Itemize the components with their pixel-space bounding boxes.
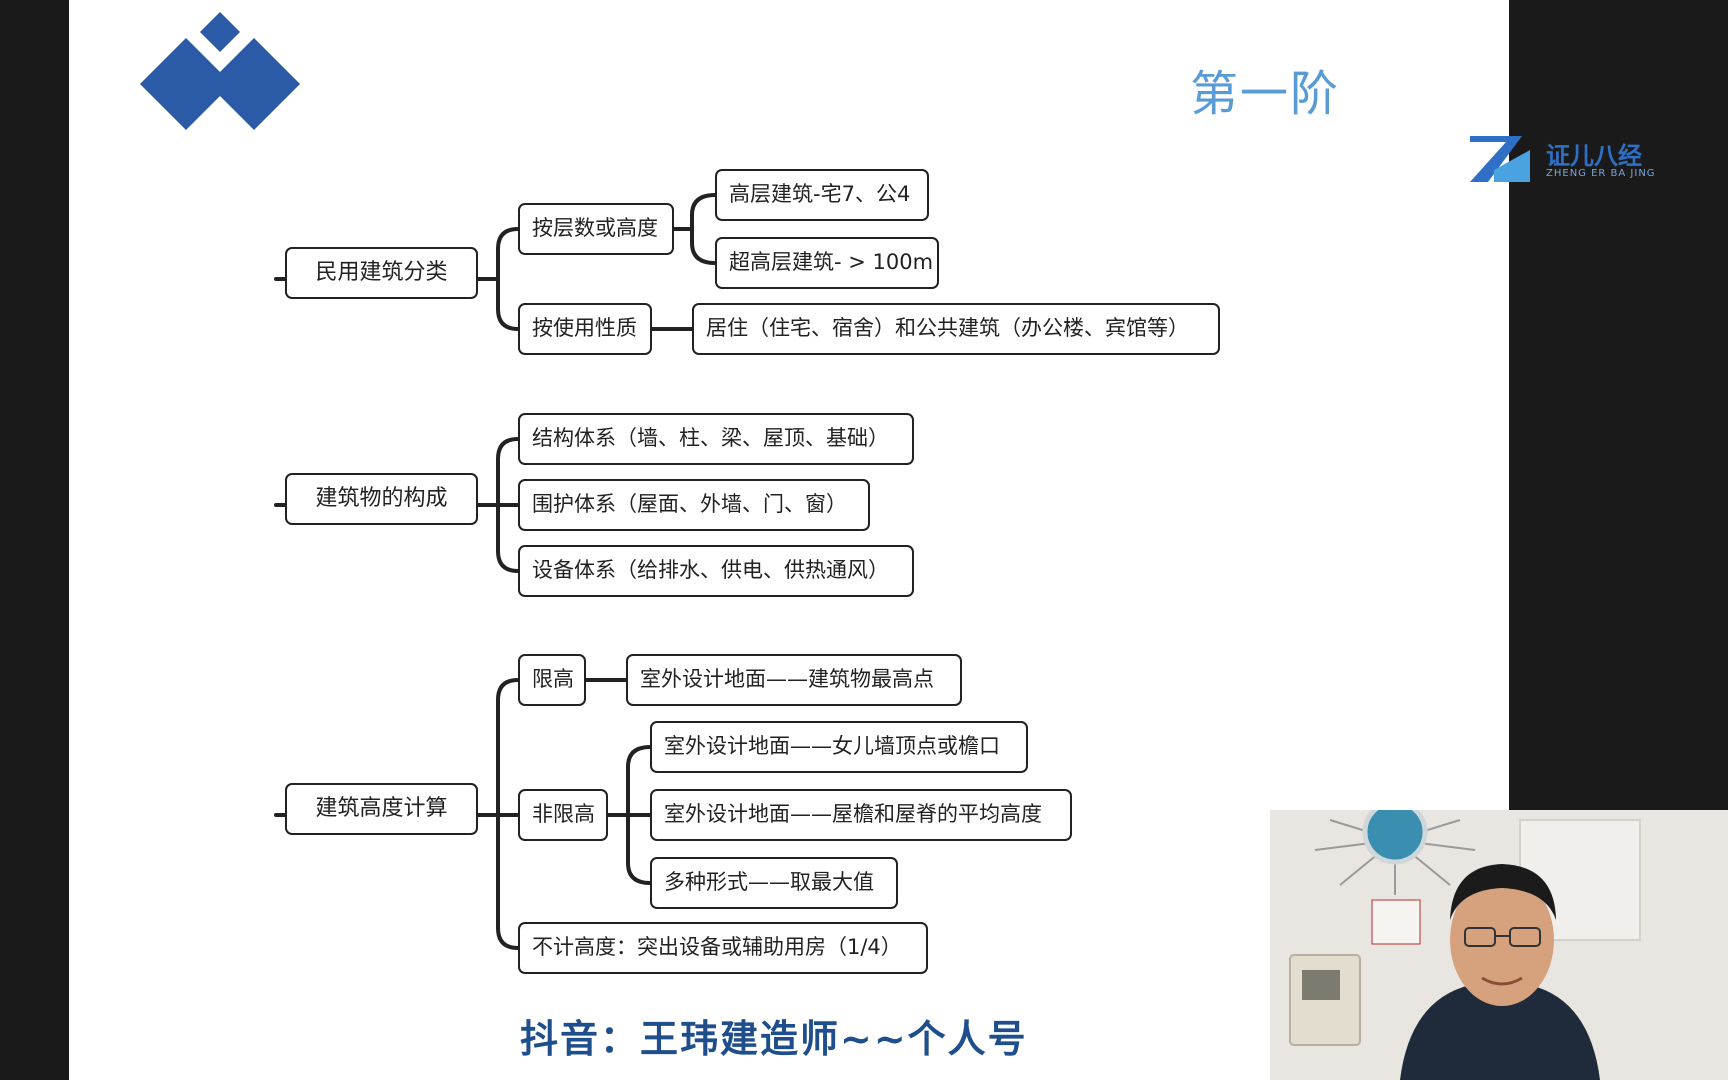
brand-subtitle: ZHENG ER BA JING [1546, 168, 1656, 179]
brand-name: 证儿八经 [1546, 142, 1642, 170]
node-use-types: 居住（住宅、宿舍）和公共建筑（办公楼、宾馆等） [692, 303, 1220, 355]
node-unlimited-rule-2: 室外设计地面——屋檐和屋脊的平均高度 [650, 789, 1072, 841]
diamond-logo-icon [140, 12, 300, 130]
node-by-floors-or-height: 按层数或高度 [518, 203, 674, 255]
node-high-rise: 高层建筑-宅7、公4 [715, 169, 929, 221]
node-height-unlimited: 非限高 [518, 789, 608, 841]
zhengerbajing-logo-icon [1470, 136, 1530, 182]
node-height-limited-rule: 室外设计地面——建筑物最高点 [626, 654, 962, 706]
node-civil-building-classification: 民用建筑分类 [285, 247, 478, 299]
presenter-webcam [1270, 810, 1728, 1080]
slide-title: 第一阶 [1190, 66, 1341, 122]
node-by-use: 按使用性质 [518, 303, 652, 355]
node-building-height-calculation: 建筑高度计算 [285, 783, 478, 835]
footer-douyin-account: 抖音：王玮建造师~~个人号 [520, 1017, 1028, 1061]
node-building-composition: 建筑物的构成 [285, 473, 478, 525]
node-envelope-system: 围护体系（屋面、外墙、门、窗） [518, 479, 870, 531]
node-equipment-system: 设备体系（给排水、供电、供热通风） [518, 545, 914, 597]
node-super-high-rise: 超高层建筑- > 100m [715, 237, 939, 289]
node-structure-system: 结构体系（墙、柱、梁、屋顶、基础） [518, 413, 914, 465]
node-height-limited: 限高 [518, 654, 586, 706]
presenter-video-frame [1270, 810, 1728, 1080]
node-height-excluded: 不计高度：突出设备或辅助用房（1/4） [518, 922, 928, 974]
node-unlimited-rule-3: 多种形式——取最大值 [650, 857, 898, 909]
node-unlimited-rule-1: 室外设计地面——女儿墙顶点或檐口 [650, 721, 1028, 773]
